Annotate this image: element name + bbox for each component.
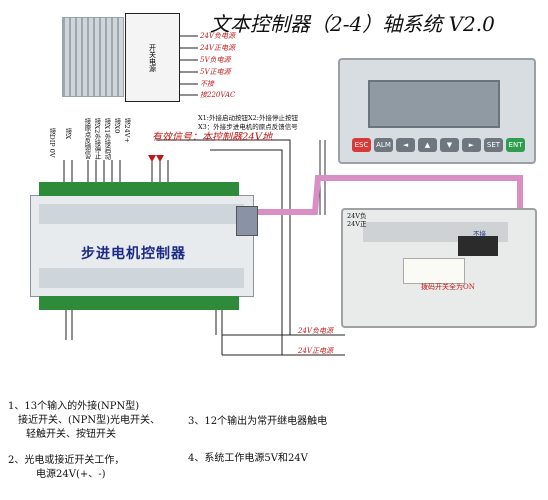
psu-output-3: 5V负电源 [200,56,231,64]
back-panel-sticker [403,258,465,284]
power-label-pos: 24V正电源 [298,347,333,355]
input-label-5: 接X1外接启动按钮 [103,118,111,160]
psu-box-label: 开关电源 [148,43,157,72]
controller-bottom-rail [39,268,244,288]
note-1: 1、13个输入的外接(NPN型) [8,401,140,412]
input-label-4: 接X2外接停止按钮 [93,118,101,160]
switch-note-x1: X1:外接启动按钮 [198,114,248,122]
note-4: 4、系统工作电源5V和24V [188,453,308,464]
psu-output-4: 5V正电源 [200,68,231,76]
input-label-1: 接DIP 0V [48,128,56,158]
input-label-6: 接X0 [113,118,121,134]
ent-key: ENT [506,138,525,152]
top-terminal-strip [39,182,239,196]
bottom-terminal-strip [39,296,239,310]
back-label-24v-neg: 24V负 [347,212,367,220]
dial-switch-note: 拨码开关全为ON [421,283,475,291]
note-3: 3、12个输出为常开继电器触电 [188,416,328,427]
down-key: ▼ [440,138,459,152]
alm-key: ALM [374,138,393,152]
up-key: ▲ [418,138,437,152]
controller-top-rail [39,204,244,224]
back-label-nc: 不接 [473,230,486,238]
input-label-2: 接X [64,128,72,140]
power-label-neg: 24V负电源 [298,327,333,335]
psu-output-5: 不接 [200,80,214,88]
db9-connector [236,206,258,236]
hmi-screen [368,80,500,128]
left-key: ◄ [396,138,415,152]
psu-output-1: 24V负电源 [200,32,235,40]
note-1-line3: 轻触开关、按钮开关 [26,429,116,440]
switch-note-x3: X3：外接步进电机的原点反馈信号 [198,123,298,131]
text-display-hmi: ESC ALM ◄ ▲ ▼ ► SET ENT [338,58,536,164]
switch-note-x2: X2:外接停止按钮 [248,114,298,122]
set-key: SET [484,138,503,152]
psu-label-box: 开关电源 [125,13,180,102]
page-title: 文本控制器（2-4）轴系统 V2.0 [210,12,495,36]
controller-label: 步进电机控制器 [81,246,186,262]
stepper-controller: 步进电机控制器 [30,182,258,310]
note-2: 2、光电或接近开关工作， [8,455,125,466]
esc-key: ESC [352,138,371,152]
psu-output-2: 24V正电源 [200,44,235,52]
input-label-7: 接24V+ [123,118,131,143]
note-1-line2: 接近开关、(NPN型)光电开关、 [18,415,161,426]
input-label-3: 接原点反馈信号X3 [83,118,91,160]
psu-output-6: 接220VAC [200,91,236,99]
back-panel-port [458,236,498,256]
back-label-24v-pos: 24V正 [347,220,367,228]
hmi-back-panel: 24V负 24V正 不接 拨码开关全为ON [341,208,537,328]
note-2-line2: 电源24V(+、-) [36,469,106,480]
power-supply-image [62,17,124,97]
right-key: ► [462,138,481,152]
signal-note: 有效信号：本控制器24V地 [152,132,272,143]
